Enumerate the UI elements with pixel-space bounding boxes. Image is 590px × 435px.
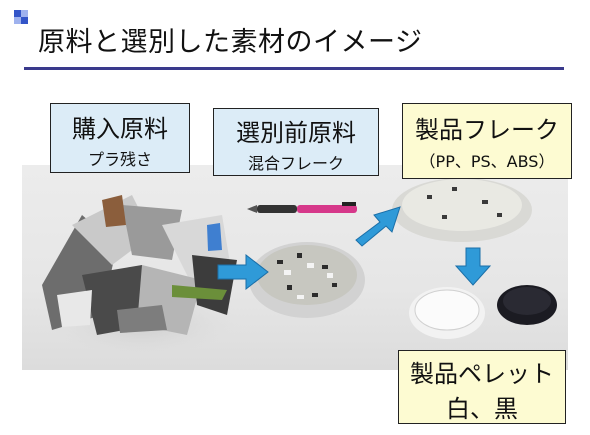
materials-photo-illustration bbox=[32, 178, 557, 355]
product-flake-label: 製品フレーク （PP、PS、ABS） bbox=[402, 103, 572, 179]
product-flake-title: 製品フレーク bbox=[415, 116, 559, 144]
pre-sort-subtitle: 混合フレーク bbox=[247, 154, 344, 173]
product-pellet-label: 製品ペレット 白、黒 bbox=[398, 350, 566, 424]
pre-sort-title: 選別前原料 bbox=[236, 119, 356, 147]
product-pellet-subtitle: 白、黒 bbox=[446, 395, 518, 423]
arrow-down-icon bbox=[454, 247, 492, 286]
slide-title: 原料と選別した素材のイメージ bbox=[38, 27, 423, 58]
white-pellet-pile bbox=[409, 287, 485, 339]
raw-plastic-pile bbox=[32, 195, 252, 355]
black-pellet-pile bbox=[497, 285, 557, 325]
raw-material-subtitle: プラ残さ bbox=[87, 150, 152, 169]
arrow-right-icon bbox=[217, 253, 269, 291]
title-bullet-icon bbox=[14, 10, 28, 24]
pre-sort-material-label: 選別前原料 混合フレーク bbox=[213, 108, 379, 176]
title-underline bbox=[24, 67, 564, 70]
arrow-up-right-icon bbox=[355, 206, 401, 247]
product-flake-subtitle: （PP、PS、ABS） bbox=[419, 152, 555, 171]
product-flake-pile bbox=[392, 178, 532, 242]
materials-photo bbox=[22, 165, 568, 370]
raw-material-label: 購入原料 プラ残さ bbox=[50, 103, 190, 173]
product-pellet-title: 製品ペレット bbox=[410, 360, 554, 388]
pen-image bbox=[247, 202, 357, 213]
mixed-flake-pile bbox=[249, 242, 365, 318]
raw-material-title: 購入原料 bbox=[72, 115, 168, 143]
